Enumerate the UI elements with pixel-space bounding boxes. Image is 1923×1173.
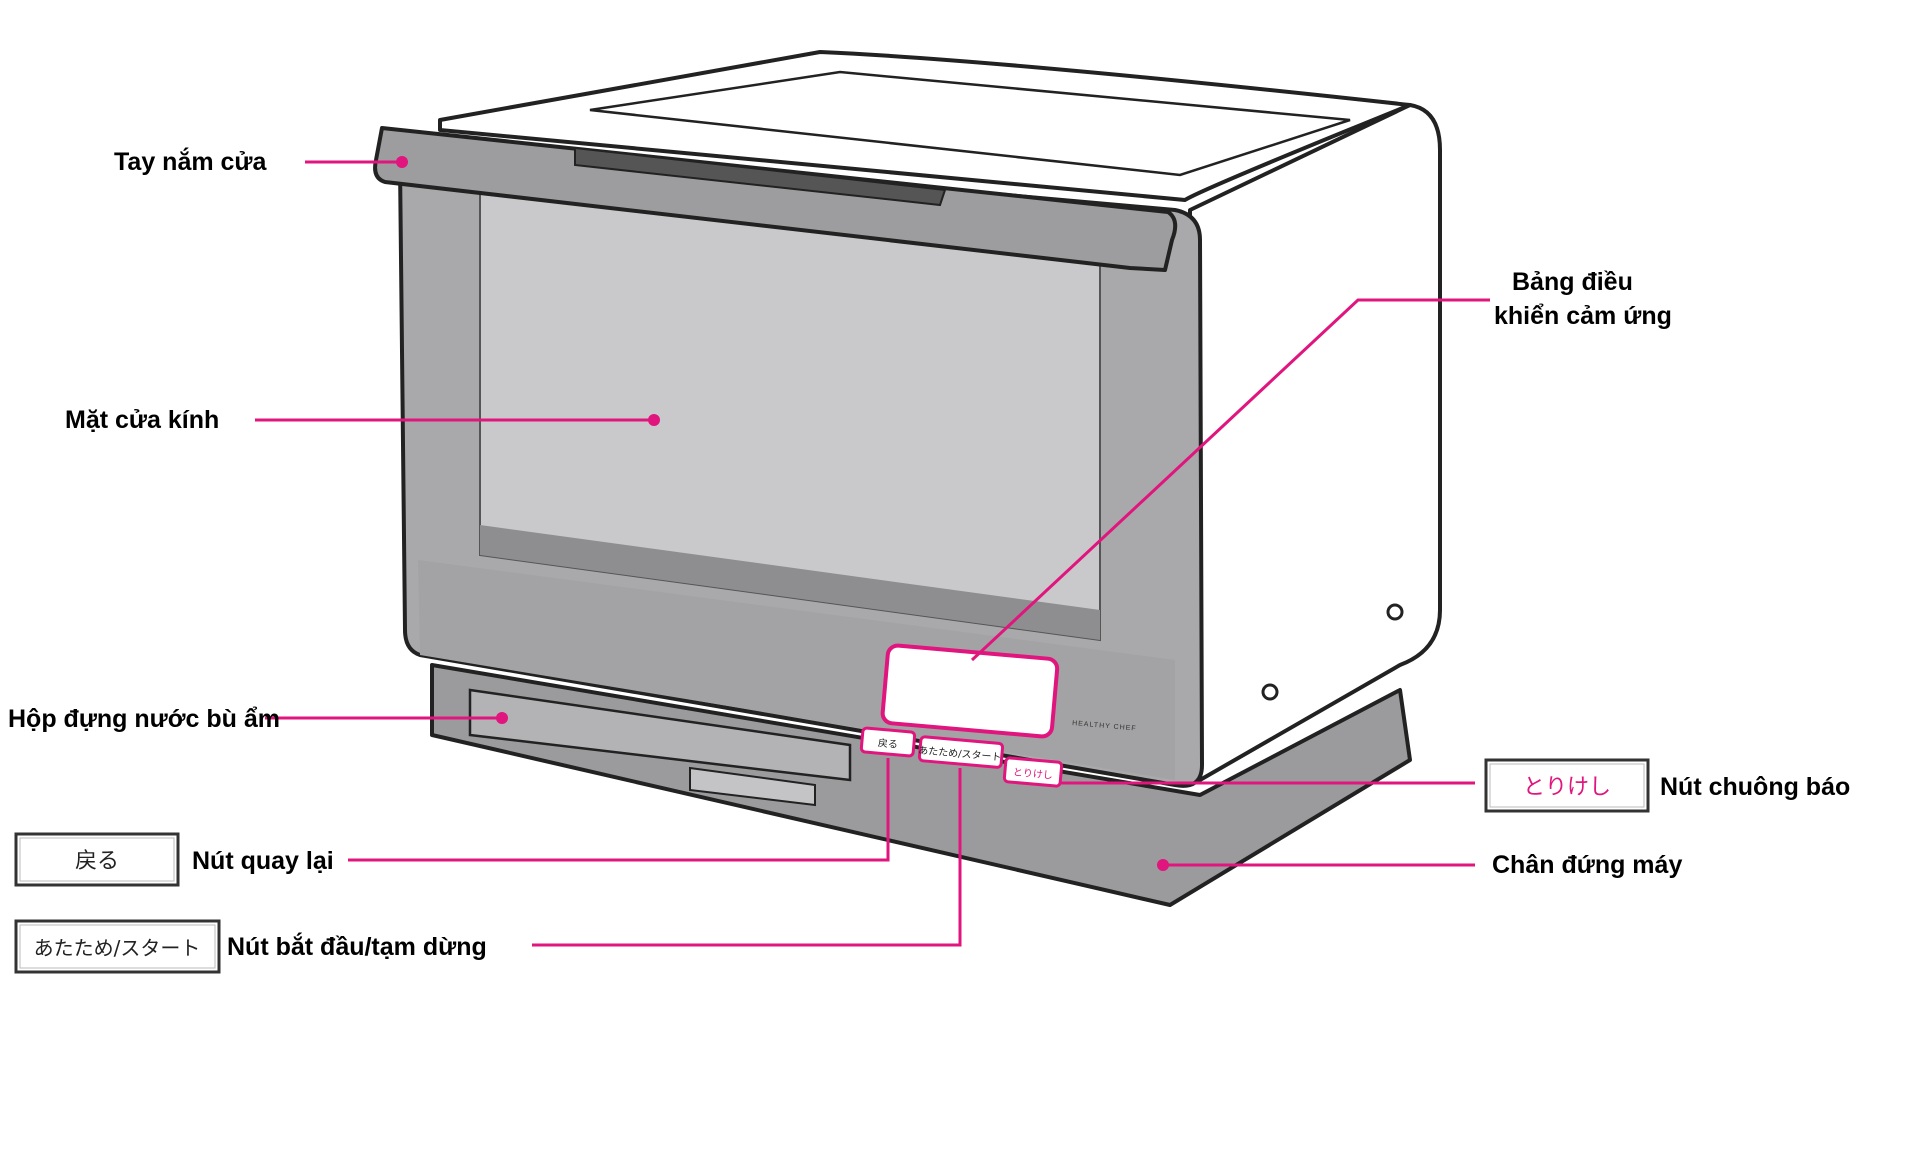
- label-door-handle: Tay nắm cửa: [114, 146, 268, 176]
- part-labels: Tay nắm cửa Mặt cửa kính Hộp đựng nước b…: [8, 146, 1850, 961]
- oven-top-panel: [589, 70, 1351, 177]
- label-start-pause-button: Nút bắt đầu/tạm dừng: [227, 931, 487, 961]
- label-touch-panel-line1: Bảng điều: [1512, 268, 1633, 296]
- panel-back-button: 戻る: [859, 726, 917, 758]
- oven-side-panel: [1188, 103, 1442, 782]
- label-back-button: Nút quay lại: [192, 847, 334, 875]
- side-vent-bottom: [1261, 683, 1279, 701]
- glass-door-inner-shade: [480, 525, 1100, 640]
- label-stand: Chân đứng máy: [1492, 851, 1682, 879]
- callout-back-text: 戻る: [75, 849, 119, 874]
- drawer-slot: [689, 766, 816, 807]
- label-glass-door: Mặt cửa kính: [65, 406, 219, 434]
- label-water-tank: Hộp đựng nước bù ẩm: [8, 705, 280, 733]
- panel-back-label: 戻る: [877, 736, 898, 751]
- side-vent-top: [1386, 603, 1404, 621]
- panel-cancel-label: とりけし: [1012, 766, 1053, 781]
- panel-cancel-button: とりけし: [1002, 756, 1064, 788]
- dot-door-handle: [396, 156, 408, 168]
- leader-touch-panel: [970, 298, 1490, 662]
- leader-start: [532, 768, 962, 947]
- callout-alarm-text: とりけし: [1523, 775, 1611, 800]
- callout-start-text: あたため/スタート: [34, 936, 201, 960]
- dot-stand: [1157, 859, 1169, 871]
- label-alarm-button: Nút chuông báo: [1660, 773, 1850, 801]
- microwave-oven-illustration: HEALTHY CHEF 戻る あたため/スタート とりけし: [373, 50, 1442, 907]
- dot-water-tank: [496, 712, 508, 724]
- callout-start-box: あたため/スタート: [14, 919, 221, 974]
- water-tank-drawer: [468, 688, 852, 782]
- leader-back: [348, 758, 890, 862]
- label-touch-panel-line2: khiển cảm ứng: [1494, 302, 1672, 330]
- panel-start-button: あたため/スタート: [918, 735, 1005, 769]
- leader-lines: [255, 156, 1490, 947]
- dot-glass-door: [648, 414, 660, 426]
- touch-panel-display: [880, 643, 1060, 739]
- callout-alarm-box: とりけし: [1484, 758, 1650, 813]
- door-handle-grip: [574, 146, 947, 207]
- callout-back-box: 戻る: [14, 832, 180, 887]
